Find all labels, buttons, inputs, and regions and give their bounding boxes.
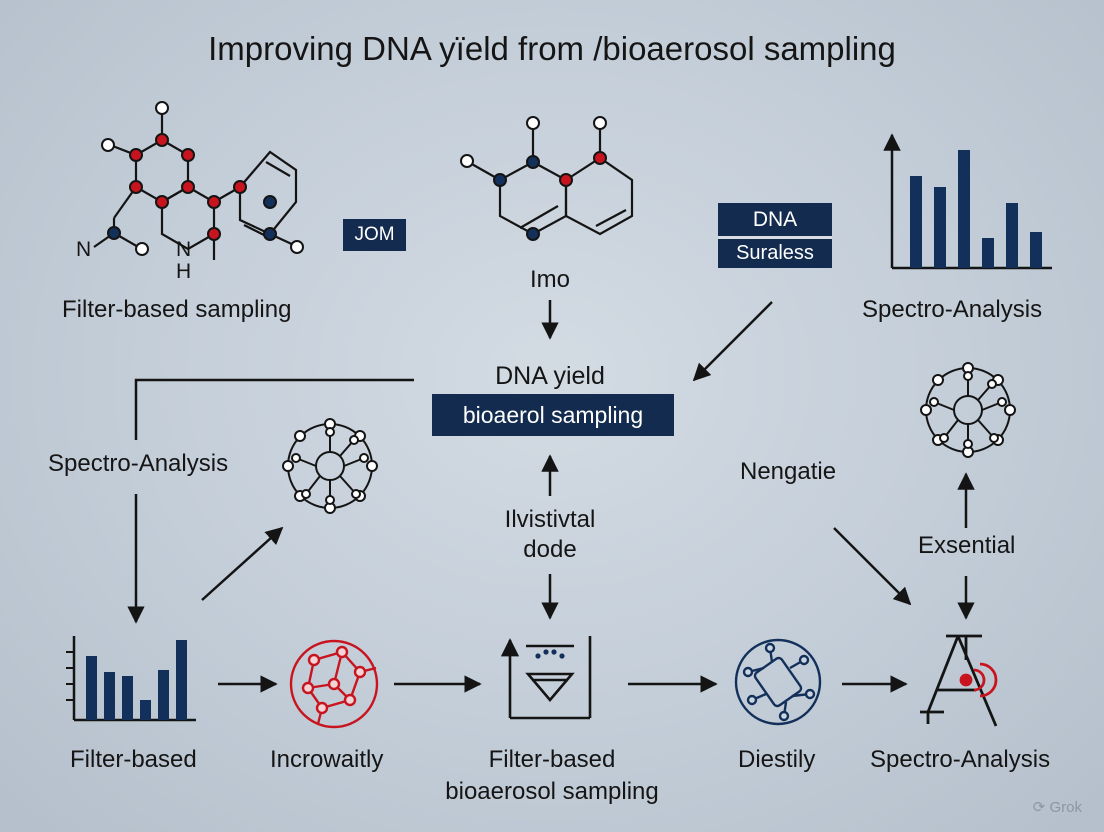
suraless-badge: Suraless xyxy=(718,239,832,268)
label-filter-based-bottom: Filter-based xyxy=(70,746,197,773)
label-filter-based-bioaerosol: Filter-based xyxy=(488,746,616,773)
label-spectro-analysis-left: Spectro-Analysis xyxy=(48,450,229,477)
circuit-globe-icon xyxy=(734,638,822,726)
label-dode: dode xyxy=(523,536,577,563)
atom-label-n-right: N xyxy=(176,238,192,261)
atom-label-n-left: N xyxy=(76,238,92,261)
diagram-title: Improving DNA yïeld from /bioaerosol sam… xyxy=(208,30,896,67)
label-spectro-analysis-bottom: Spectro-Analysis xyxy=(870,746,1051,773)
network-sphere-left-icon xyxy=(282,418,378,514)
label-imo: Imo xyxy=(529,266,570,293)
filter-device-icon xyxy=(500,636,592,720)
watermark: ⟳ Grok xyxy=(1033,798,1082,816)
connectors xyxy=(127,300,975,693)
atom-label-h: H xyxy=(176,260,192,283)
dna-badge: DNA xyxy=(718,203,832,236)
red-network-icon xyxy=(289,639,379,729)
label-dna-yield: DNA yield xyxy=(495,362,605,390)
label-diestily: Diestily xyxy=(738,746,816,773)
badge-divider xyxy=(718,236,832,239)
molecule-left-atoms xyxy=(101,101,304,256)
bioaerol-sampling-banner: bioaerol sampling xyxy=(432,394,674,436)
label-nengatie: Nengatie xyxy=(740,458,837,485)
label-ilvistivtal: Ilvistivtal xyxy=(504,506,596,533)
bar-chart-top-icon xyxy=(883,133,1052,270)
network-sphere-right-icon xyxy=(920,362,1016,458)
label-incrowaitly: Incrowaitly xyxy=(270,746,384,773)
watermark-icon: ⟳ xyxy=(1032,799,1046,816)
label-bioaerosol-sampling: bioaerosol sampling xyxy=(445,778,659,805)
molecule-center-atoms xyxy=(460,116,607,241)
bar-chart-bottom-icon xyxy=(66,636,196,722)
spectrometer-icon xyxy=(920,634,998,727)
label-filter-based-sampling: Filter-based sampling xyxy=(62,296,292,323)
watermark-text: Grok xyxy=(1049,799,1082,816)
jom-badge: JOM xyxy=(343,219,406,251)
label-exsential: Exsential xyxy=(918,532,1016,559)
label-spectro-analysis-top: Spectro-Analysis xyxy=(862,296,1043,323)
